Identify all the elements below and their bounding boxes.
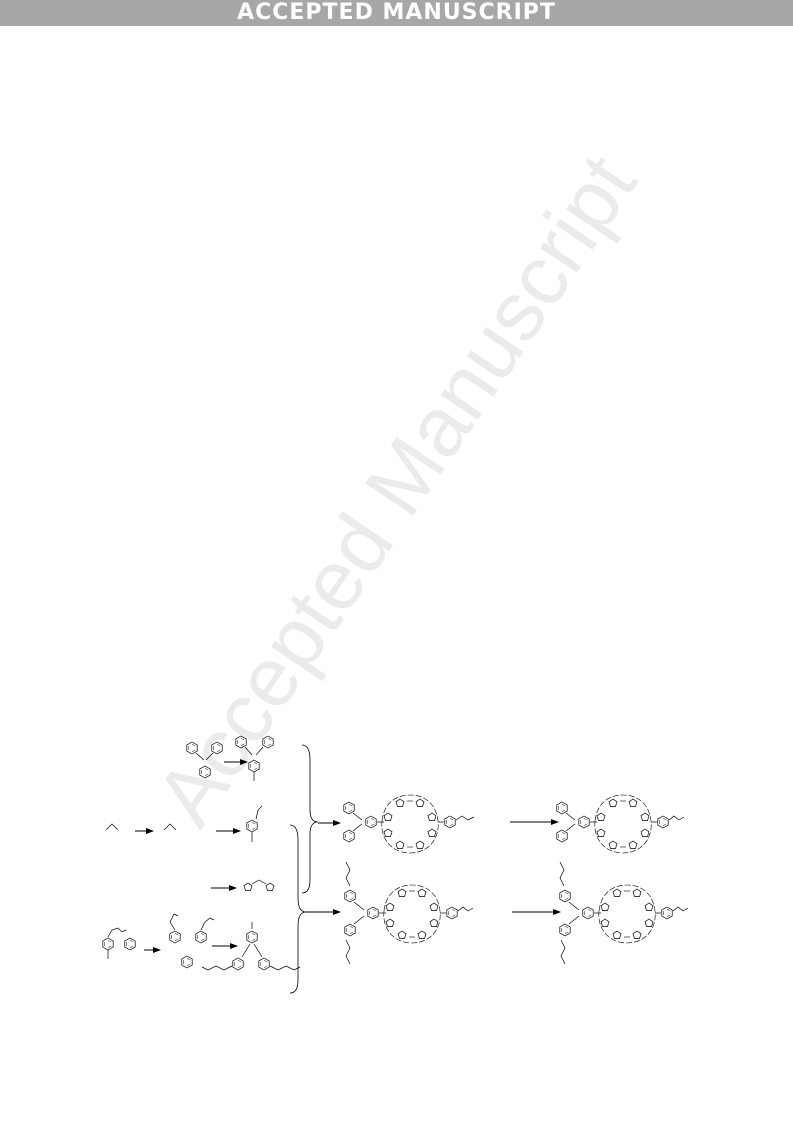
bis-butylphenyl-amine: [169, 913, 215, 969]
triphenylamine-reactant: [186, 741, 223, 779]
dipyrromethane: [243, 879, 275, 891]
lower-brace: [289, 824, 307, 994]
butylphenyl-reactants: [102, 927, 136, 959]
styryl-benzaldehyde: [246, 805, 263, 842]
starting-fragment: [105, 823, 119, 831]
formyl-bis-butylphenyl-amine: [201, 922, 301, 971]
triphenylamine-porphyrin: [343, 795, 475, 853]
butylphenyl-porphyrin-product: [559, 861, 689, 965]
triphenylamine-porphyrin-product: [556, 795, 685, 853]
intermediate-fragment: [163, 823, 177, 831]
accepted-manuscript-banner: ACCEPTED MANUSCRIPT: [0, 0, 793, 26]
butylphenyl-porphyrin: [344, 861, 474, 965]
upper-brace: [301, 744, 319, 894]
formyl-triphenylamine: [235, 735, 274, 781]
